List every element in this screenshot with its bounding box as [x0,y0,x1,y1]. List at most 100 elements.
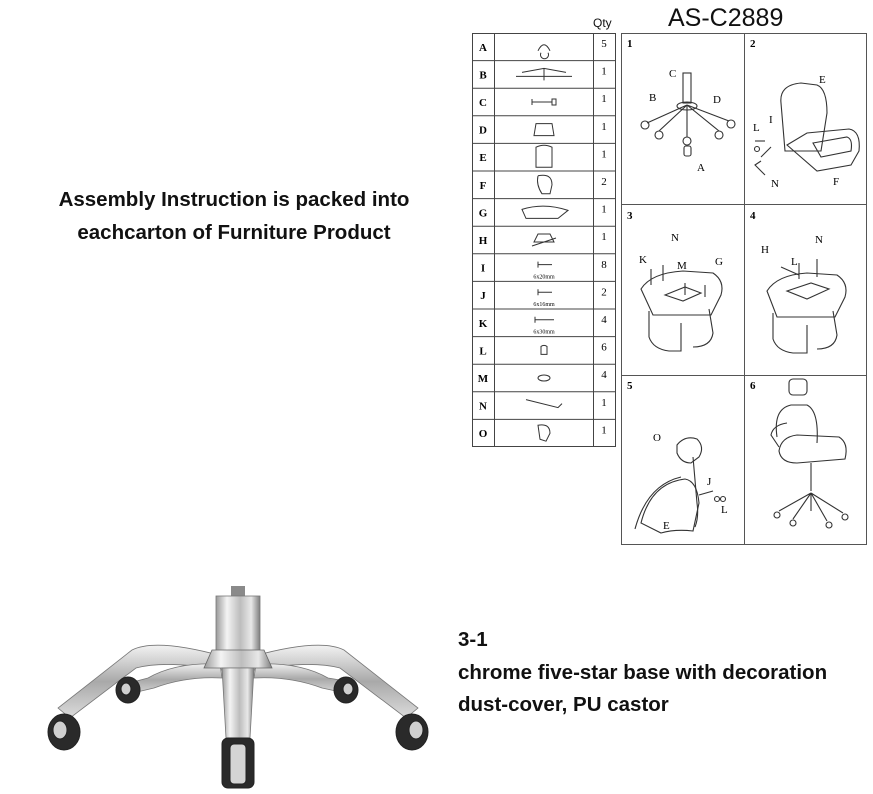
step-3-label-g: G [715,256,723,268]
part-letter: L [479,345,486,357]
castor-wheels [47,676,429,789]
packing-note-line-1: Assembly Instruction is packed into [58,188,410,211]
step-2-label-n: N [771,178,779,190]
part-qty: 1 [601,148,607,160]
part-letter: G [479,207,488,219]
product-desc-line-2: dust-cover, PU castor [458,693,669,716]
part-icon [535,144,553,168]
part-letter: A [479,42,487,54]
part-icon [540,344,548,355]
part-size-caption: 6x30mm [533,330,555,336]
step-5-headrest-drawing [634,437,727,534]
base-arm-front [221,667,255,739]
step-4-label-h: H [761,244,769,256]
step-2-back-drawing [753,82,860,176]
part-letter: O [479,428,488,440]
part-qty: 1 [601,204,607,216]
part-qty: 1 [601,93,607,105]
part-qty: 8 [601,259,607,271]
qty-header: Qty [593,16,612,30]
assembly-steps-grid: 1 C B D A 2 E L I N F 3 [621,33,867,545]
step-3-label-k: K [639,254,647,266]
part-icon [537,174,553,195]
part-qty: 1 [601,121,607,133]
step-2-label-i: I [769,114,773,126]
part-icon [534,316,554,323]
part-size-caption: 6x20mm [533,274,555,280]
part-icon [537,289,552,296]
step-3-seat-drawing [640,265,723,352]
step-6-number: 6 [750,380,756,392]
part-letter: E [479,152,486,164]
parts-row: J 6x16mm 2 [480,286,607,308]
part-icon [537,424,551,442]
model-number: AS-C2889 [668,4,784,32]
step-1-number: 1 [627,38,633,50]
step-6-panel: 6 [750,378,849,529]
part-letter: J [480,290,486,302]
part-letter: N [479,401,487,413]
step-1-label-a: A [697,162,705,174]
step-4-number: 4 [750,210,756,222]
packing-note-line-2: eachcarton of Furniture Product [77,221,391,244]
part-letter: K [479,318,488,330]
part-letter: I [481,263,485,275]
part-icon [533,123,555,137]
part-letter: D [479,125,487,137]
part-icon [525,399,563,409]
step-2-label-l: L [753,122,760,134]
step-1-panel: 1 C B D A [627,38,736,174]
product-description: 3-1 chrome five-star base with decoratio… [458,624,827,722]
part-qty: 1 [601,397,607,409]
part-qty: 4 [601,314,607,326]
part-icon [521,205,570,219]
gas-lift-tip [231,586,245,598]
part-qty: 5 [601,38,607,50]
step-5-label-l: L [721,504,728,516]
step-2-panel: 2 E L I N F [750,38,860,190]
step-3-number: 3 [627,210,633,222]
step-2-label-f: F [833,176,839,188]
part-icon [516,67,572,81]
step-1-label-c: C [669,68,676,80]
part-qty: 1 [601,66,607,78]
part-icon [531,98,557,106]
step-3-panel: 3 N K M G [627,210,723,352]
part-letter: B [479,69,487,81]
step-5-number: 5 [627,380,633,392]
step-5-label-j: J [707,476,712,488]
step-1-label-b: B [649,92,656,104]
step-5-panel: 5 O J L E [627,380,728,534]
part-qty: 1 [601,231,607,243]
part-letter: H [479,235,488,247]
part-letter: C [479,97,487,109]
part-qty: 2 [601,286,607,298]
parts-row: K 6x30mm 4 [479,314,608,336]
part-qty: 4 [601,369,607,381]
step-2-label-e: E [819,74,826,86]
part-letter: F [480,180,487,192]
dust-cover [203,649,273,669]
part-icon [537,261,552,268]
step-2-number: 2 [750,38,756,50]
chrome-base-photo [47,586,429,789]
product-code: 3-1 [458,628,488,651]
part-letter: M [478,373,489,385]
step-1-label-d: D [713,94,721,106]
step-4-mechanism-drawing [766,259,847,354]
product-desc-line-1: chrome five-star base with decoration [458,660,828,684]
part-icon [537,44,551,60]
part-icon [531,233,557,247]
packing-note: Assembly Instruction is packed into each… [20,183,448,249]
part-size-caption: 6x16mm [533,302,555,308]
